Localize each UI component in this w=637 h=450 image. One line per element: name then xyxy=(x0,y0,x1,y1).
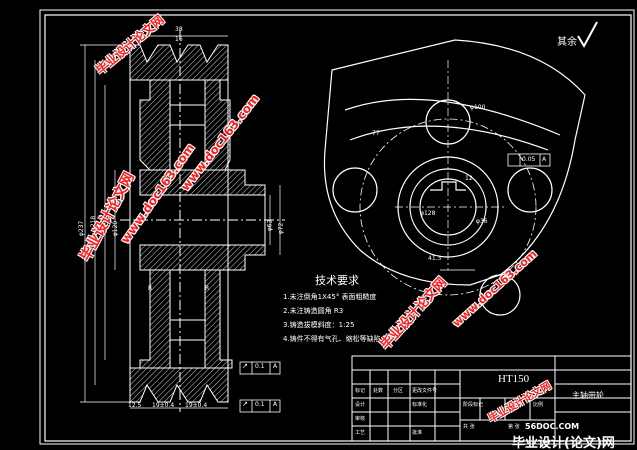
dim-label: 41.3 xyxy=(428,255,442,262)
title-cell: 共 张 xyxy=(463,424,475,430)
dim-label: φ72 xyxy=(277,222,285,235)
title-cell: 比例 xyxy=(533,402,544,408)
tech-item: 4.铸件不得有气孔、缩松等缺陷 xyxy=(283,335,381,343)
dim-label: A xyxy=(542,156,547,163)
footer-site: 56DOC.COM xyxy=(525,422,580,431)
tech-requirements-title: 技术要求 xyxy=(315,274,359,287)
dim-label: φ36 xyxy=(476,218,488,225)
roughness-symbol xyxy=(577,21,598,49)
dim-label: 19±0.4 xyxy=(152,402,175,409)
section-dimensions xyxy=(80,35,281,409)
tol-datum: A xyxy=(273,401,278,408)
dim-label: 12.5 xyxy=(128,402,142,409)
dim-label: 0.05 xyxy=(522,156,536,163)
title-cell: 设计 xyxy=(355,402,366,408)
dim-label: φ237 xyxy=(78,220,86,237)
section-tolerance-frames xyxy=(239,361,281,413)
title-cell: 处数 xyxy=(373,388,384,394)
title-cell: 审核 xyxy=(355,416,366,422)
dim-label: R xyxy=(205,285,210,292)
title-cell: 批准 xyxy=(412,430,423,436)
tech-item: 1.未注倒角1X45° 表面粗糙度 xyxy=(283,293,377,301)
section-view xyxy=(120,30,285,412)
other-roughness-label: 其余 xyxy=(557,37,577,48)
dim-label: φ128 xyxy=(420,210,436,217)
tol-symbol: ↗ xyxy=(242,400,248,408)
dim-label: 19±0.4 xyxy=(185,402,208,409)
tol-value: 0.1 xyxy=(255,401,265,408)
title-cell: 分区 xyxy=(393,388,404,394)
inner-frame xyxy=(44,14,632,442)
dim-label: 12 xyxy=(465,175,473,182)
title-cell: 标准化 xyxy=(412,402,428,408)
title-cell: 更改文件号 xyxy=(412,388,438,394)
dim-label: φ62 xyxy=(266,219,274,232)
footer-brand: 毕业设计(论文)网 xyxy=(512,436,615,450)
tol-symbol: ↗ xyxy=(242,362,248,370)
tol-datum: A xyxy=(273,363,278,370)
title-cell: 标记 xyxy=(355,388,366,394)
title-cell: 重量 xyxy=(508,402,519,408)
front-view xyxy=(323,39,586,316)
title-cell: 第 张 xyxy=(508,424,520,430)
front-tolerance-frame xyxy=(507,153,551,167)
dim-label: φ100 xyxy=(470,104,486,111)
tech-item: 3.铸造拔模斜度：1:25 xyxy=(283,321,355,329)
title-cell: 工艺 xyxy=(355,430,366,436)
tech-item: 2.未注铸造圆角 R3 xyxy=(283,307,344,315)
title-block xyxy=(351,355,632,442)
dim-label: 77 xyxy=(372,130,380,137)
dim-label: 16 xyxy=(175,36,183,43)
dim-label: 38 xyxy=(175,26,183,33)
dim-label: R xyxy=(148,285,153,292)
outer-frame xyxy=(39,9,635,445)
tol-value: 0.1 xyxy=(255,363,265,370)
material-label: HT150 xyxy=(498,373,530,385)
part-name-label: 主轴带轮 xyxy=(572,391,604,400)
title-cell: 阶段标记 xyxy=(463,402,484,408)
